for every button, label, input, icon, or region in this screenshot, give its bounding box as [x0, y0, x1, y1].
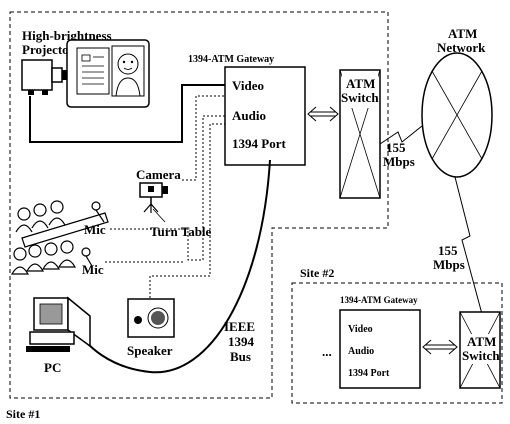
gateway2-port: 1394 Port: [348, 368, 390, 379]
projection-screen-icon: [66, 39, 150, 108]
gateway2-box: [339, 309, 421, 389]
pc-icon: [26, 296, 91, 352]
gateway2-ellipsis: ...: [322, 344, 332, 359]
atm-switch1-label: ATM Switch: [341, 76, 379, 105]
gateway2-title: 1394-ATM Gateway: [340, 295, 418, 305]
turn-table-pointer: [152, 208, 166, 223]
gateway1-box: [224, 66, 306, 166]
site2-label: Site #2: [300, 266, 334, 280]
pc-label: PC: [44, 360, 61, 375]
gateway1-title: 1394-ATM Gateway: [188, 54, 274, 65]
camera-icon: [139, 182, 168, 213]
audience-icon: [10, 200, 109, 275]
speaker-icon: [127, 298, 175, 338]
atm-network-label: ATM Network: [437, 26, 486, 55]
link1-label: 155 Mbps: [383, 140, 415, 169]
site1-boundary: [9, 11, 389, 399]
gateway2-audio: Audio: [348, 346, 374, 357]
mic2-label: Mic: [82, 262, 104, 277]
ieee1394-bus-cable: [77, 159, 271, 374]
gateway1-port: 1394 Port: [232, 136, 286, 151]
site1-label: Site #1: [6, 407, 40, 421]
camera-video-cable: [182, 95, 225, 181]
speaker-label: Speaker: [127, 343, 173, 358]
mic1-label: Mic: [84, 222, 106, 237]
gateway1-audio: Audio: [232, 108, 266, 123]
link2-label: 155 Mbps: [433, 243, 465, 272]
camera-label: Camera: [136, 167, 181, 182]
site2-boundary: [291, 282, 503, 404]
ieee-bus-label: IEEE 1394 Bus: [224, 319, 258, 364]
speaker-audio-cable: [149, 123, 225, 298]
mic-audio-cable: [110, 115, 225, 261]
gateway1-video: Video: [232, 78, 264, 93]
turn-table-label: Turn Table: [150, 224, 212, 239]
gateway2-switch2-arrow: [422, 339, 458, 355]
link1-lightning: [379, 125, 423, 145]
projector-icon: [21, 59, 68, 95]
gateway1-switch1-arrow: [307, 106, 339, 122]
gateway2-video: Video: [348, 324, 373, 335]
projector-video-cable: [29, 84, 225, 143]
atm-switch2-label: ATM Switch: [462, 334, 500, 363]
link2-lightning: [454, 176, 483, 315]
